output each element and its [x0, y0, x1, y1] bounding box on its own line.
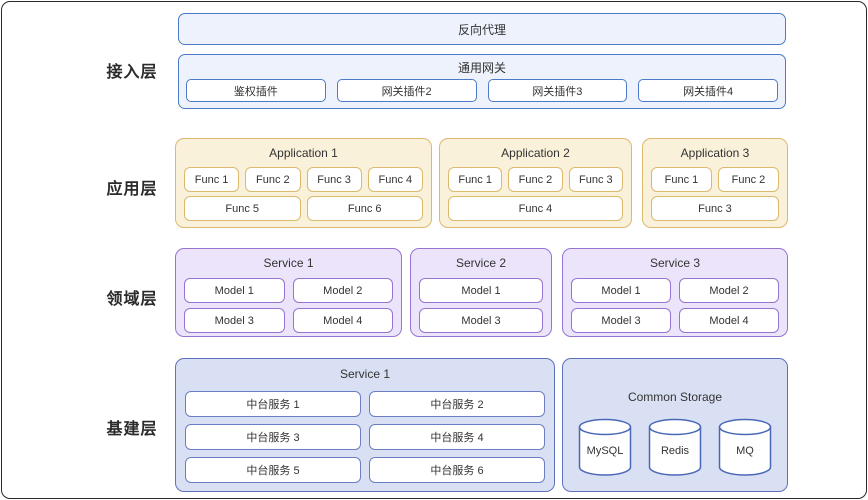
database-label: MQ — [736, 445, 754, 457]
service-box: Service 1 Model 1 Model 2 Model 3 Model … — [175, 248, 402, 337]
gateway-box: 通用网关 鉴权插件 网关插件2 网关插件3 网关插件4 — [178, 54, 786, 109]
func-box: Func 4 — [367, 167, 423, 192]
func-box: Func 3 — [568, 167, 623, 192]
application-box: Application 2 Func 1 Func 2 Func 3 Func … — [439, 138, 632, 228]
model-box: Model 3 — [571, 308, 671, 333]
func-box: Func 3 — [651, 196, 779, 221]
layer-label-domain: 领域层 — [106, 291, 158, 308]
gateway-plugin: 网关插件3 — [487, 79, 628, 102]
database-label: MySQL — [586, 445, 624, 457]
func-box: Func 5 — [184, 196, 301, 221]
application-title: Application 2 — [501, 146, 570, 160]
service-box: Service 3 Model 1 Model 2 Model 3 Model … — [562, 248, 788, 337]
service-title: Service 2 — [455, 256, 507, 270]
func-box: Func 1 — [651, 167, 712, 192]
func-box: Func 6 — [306, 196, 423, 221]
model-box: Model 2 — [292, 278, 393, 303]
application-title: Application 1 — [269, 146, 338, 160]
common-storage-title: Common Storage — [627, 390, 723, 404]
model-box: Model 1 — [571, 278, 671, 303]
layer-label-access: 接入层 — [106, 64, 158, 81]
midplatform-service-box: 中台服务 2 — [369, 391, 545, 417]
func-box: Func 4 — [448, 196, 623, 221]
reverse-proxy-box: 反向代理 — [178, 13, 786, 45]
service-title: Service 1 — [263, 256, 314, 270]
gateway-plugin: 鉴权插件 — [186, 79, 326, 102]
database-icon — [648, 418, 702, 476]
model-box: Model 3 — [419, 308, 543, 333]
domain-row: Service 1 Model 1 Model 2 Model 3 Model … — [175, 248, 788, 337]
func-box: Func 1 — [184, 167, 240, 192]
func-box: Func 2 — [245, 167, 301, 192]
model-box: Model 1 — [419, 278, 543, 303]
database-icon — [578, 418, 632, 476]
database-icon — [718, 418, 772, 476]
gateway-plugin: 网关插件4 — [638, 79, 778, 102]
midplatform-service-box: 中台服务 4 — [369, 424, 545, 450]
database-cylinder: MQ — [718, 418, 772, 476]
infra-service-title: Service 1 — [339, 367, 391, 381]
layer-label-infrastructure: 基建层 — [106, 421, 158, 438]
infra-service-box: Service 1 中台服务 1 中台服务 2 中台服务 3 中台服务 4 中台… — [175, 358, 555, 492]
database-label: Redis — [660, 445, 690, 457]
database-cylinder: MySQL — [578, 418, 632, 476]
gateway-plugin: 网关插件2 — [336, 79, 477, 102]
midplatform-service-box: 中台服务 6 — [369, 457, 545, 483]
database-cylinder: Redis — [648, 418, 702, 476]
gateway-title: 通用网关 — [457, 61, 506, 75]
gateway-plugin-row: 鉴权插件 网关插件2 网关插件3 网关插件4 — [186, 79, 778, 102]
layer-label-application: 应用层 — [106, 181, 158, 198]
service-box: Service 2 Model 1 Model 3 — [410, 248, 552, 337]
midplatform-service-box: 中台服务 3 — [185, 424, 361, 450]
application-title: Application 3 — [680, 146, 750, 160]
model-box: Model 4 — [292, 308, 393, 333]
midplatform-service-box: 中台服务 1 — [185, 391, 361, 417]
common-storage-box: Common Storage MySQL Redis — [562, 358, 788, 492]
model-box: Model 1 — [184, 278, 285, 303]
application-box: Application 1 Func 1 Func 2 Func 3 Func … — [175, 138, 432, 228]
func-box: Func 2 — [718, 167, 779, 192]
func-box: Func 1 — [448, 167, 503, 192]
application-row: Application 1 Func 1 Func 2 Func 3 Func … — [175, 138, 788, 228]
model-box: Model 3 — [184, 308, 285, 333]
service-title: Service 3 — [649, 256, 701, 270]
infrastructure-row: Service 1 中台服务 1 中台服务 2 中台服务 3 中台服务 4 中台… — [175, 358, 788, 492]
func-box: Func 2 — [508, 167, 563, 192]
model-box: Model 4 — [679, 308, 779, 333]
midplatform-service-box: 中台服务 5 — [185, 457, 361, 483]
application-box: Application 3 Func 1 Func 2 Func 3 — [642, 138, 788, 228]
model-box: Model 2 — [679, 278, 779, 303]
func-box: Func 3 — [306, 167, 362, 192]
